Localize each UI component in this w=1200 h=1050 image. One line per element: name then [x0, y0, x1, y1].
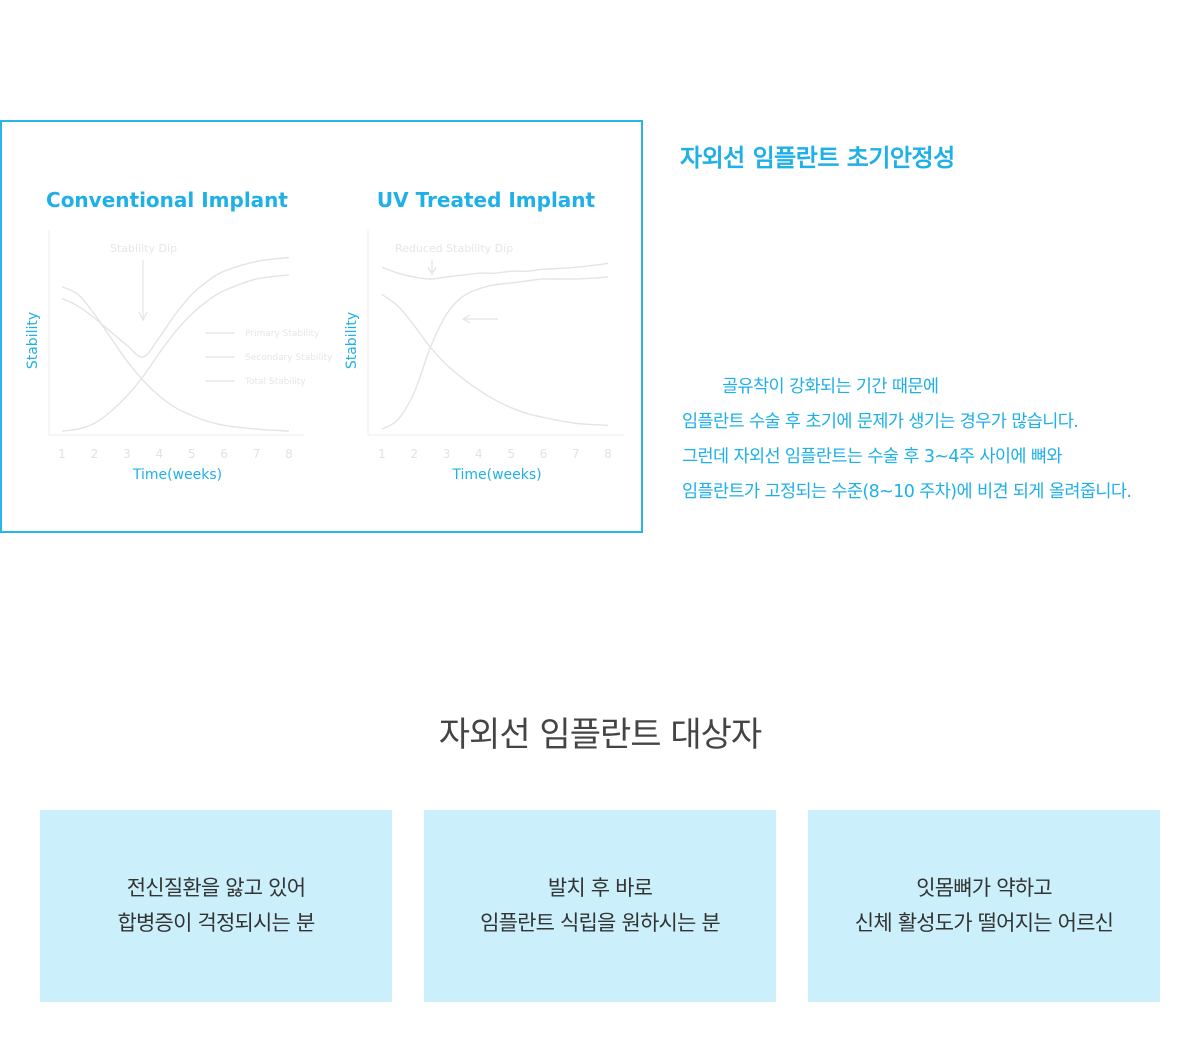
- x-tick-label: 5: [507, 447, 515, 461]
- x-axis-label: Time(weeks): [132, 467, 222, 483]
- x-tick-label: 4: [155, 447, 163, 461]
- chart-title: UV Treated Implant: [377, 188, 596, 212]
- x-tick-label: 1: [58, 447, 66, 461]
- series-line-primary-stability: [61, 286, 290, 432]
- description-line: 그런데 자외선 임플란트는 수술 후 3~4주 사이에 뼈와: [682, 447, 1062, 467]
- target-card-immediate-placement: 발치 후 바로 임플란트 식립을 원하시는 분: [424, 810, 776, 1002]
- target-cards: 전신질환을 앓고 있어 합병증이 걱정되시는 분 발치 후 바로 임플란트 식립…: [40, 810, 1160, 1002]
- x-tick-label: 2: [91, 447, 99, 461]
- card-line: 합병증이 걱정되시는 분: [117, 911, 316, 935]
- x-tick-label: 4: [475, 447, 483, 461]
- annotation-label: Stability Dip: [110, 242, 177, 255]
- series-line-total-stability: [61, 256, 290, 358]
- description-line: 임플란트가 고정되는 수준(8~10 주차)에 비견 되게 올려줍니다.: [682, 482, 1132, 502]
- y-axis-label: Stability: [25, 312, 41, 369]
- x-tick-label: 2: [410, 447, 418, 461]
- section-title: 자외선 임플란트 초기안정성: [680, 144, 955, 172]
- section-description: 골유착이 강화되는 기간 때문에 임플란트 수술 후 초기에 문제가 생기는 경…: [682, 370, 1192, 510]
- series-line-primary-stability: [381, 294, 609, 426]
- x-tick-label: 1: [378, 447, 386, 461]
- annotation-arrowhead: [427, 266, 437, 276]
- chart-title: Conventional Implant: [46, 188, 288, 212]
- description-line: 골유착이 강화되는 기간 때문에: [722, 377, 939, 397]
- series-line-secondary-stability: [381, 276, 609, 430]
- x-tick-label: 8: [604, 447, 612, 461]
- legend-label: Secondary Stability: [245, 353, 333, 363]
- description-line: 임플란트 수술 후 초기에 문제가 생기는 경우가 많습니다.: [682, 412, 1079, 432]
- target-card-elderly: 잇몸뼈가 약하고 신체 활성도가 떨어지는 어르신: [808, 810, 1160, 1002]
- shift-arrowhead: [461, 314, 471, 324]
- annotation-label: Reduced Stability Dip: [395, 242, 513, 255]
- targets-heading: 자외선 임플란트 대상자: [438, 715, 762, 755]
- legend-label: Total Stability: [244, 377, 306, 387]
- card-line: 발치 후 바로: [547, 876, 653, 900]
- x-tick-label: 5: [188, 447, 196, 461]
- series-line-secondary-stability: [61, 274, 290, 432]
- x-tick-label: 7: [253, 447, 261, 461]
- x-tick-label: 6: [220, 447, 228, 461]
- x-axis-label: Time(weeks): [451, 467, 541, 483]
- legend-label: Primary Stability: [245, 329, 320, 339]
- card-line: 전신질환을 앓고 있어: [126, 876, 306, 900]
- x-tick-label: 6: [540, 447, 548, 461]
- card-line: 신체 활성도가 떨어지는 어르신: [854, 911, 1114, 935]
- x-tick-label: 3: [443, 447, 451, 461]
- card-line: 잇몸뼈가 약하고: [916, 876, 1052, 900]
- target-card-systemic-disease: 전신질환을 앓고 있어 합병증이 걱정되시는 분: [40, 810, 392, 1002]
- y-axis-label: Stability: [344, 312, 360, 369]
- card-line: 임플란트 식립을 원하시는 분: [480, 911, 721, 935]
- annotation-arrowhead: [138, 311, 148, 322]
- x-tick-label: 8: [285, 447, 293, 461]
- x-tick-label: 3: [123, 447, 131, 461]
- x-tick-label: 7: [572, 447, 580, 461]
- series-line-total-stability: [381, 262, 609, 280]
